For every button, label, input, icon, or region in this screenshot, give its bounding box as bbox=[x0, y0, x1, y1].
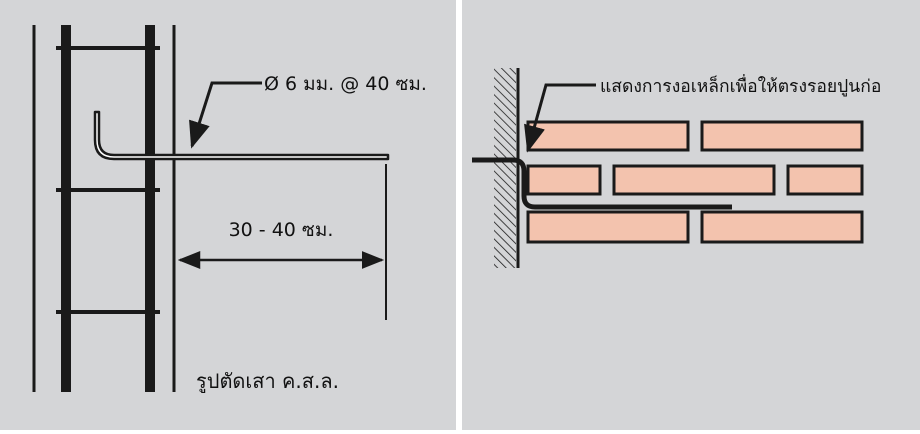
bent-tie-bar bbox=[472, 157, 732, 210]
brick bbox=[700, 210, 864, 244]
column-section bbox=[32, 25, 176, 392]
brick bbox=[526, 120, 690, 152]
column-section-caption: รูปตัดเสา ค.ส.ล. bbox=[196, 369, 339, 394]
left-panel-bg bbox=[0, 0, 456, 430]
panel-divider bbox=[456, 0, 462, 430]
tie-bar bbox=[93, 110, 390, 161]
column-face-hatch bbox=[494, 68, 516, 268]
bend-caption: แสดงการงอเหล็กเพื่อให้ตรงรอยปูนก่อ bbox=[600, 74, 881, 97]
brick bbox=[526, 164, 602, 196]
brick-wall bbox=[526, 120, 864, 244]
spec-leader bbox=[189, 81, 262, 149]
brick bbox=[786, 164, 864, 196]
length-dimension-label: 30 - 40 ซม. bbox=[229, 219, 334, 241]
brick bbox=[612, 164, 776, 196]
brick bbox=[700, 120, 864, 152]
bend-leader bbox=[524, 83, 596, 153]
rebar-spec-label: Ø 6 มม. @ 40 ซม. bbox=[264, 73, 427, 95]
brick bbox=[526, 210, 690, 244]
